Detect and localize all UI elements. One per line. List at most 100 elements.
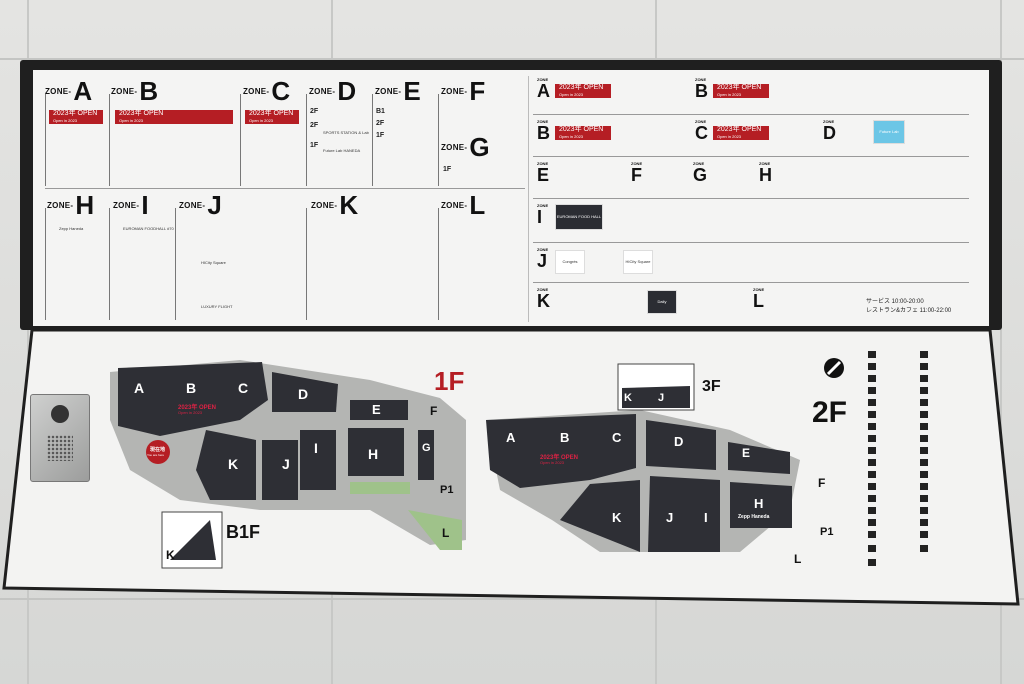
legend-item bbox=[920, 350, 931, 359]
shop-name: HICity Square bbox=[201, 260, 226, 265]
legend-item bbox=[868, 410, 879, 419]
current-location-label: 現在地 bbox=[150, 447, 166, 453]
zone-h-header: ZONE-H bbox=[47, 190, 95, 220]
board-divider bbox=[528, 76, 529, 322]
legend-item bbox=[920, 470, 931, 479]
legend-item bbox=[868, 386, 879, 395]
floor-mark: 1F bbox=[443, 166, 452, 173]
legend-item bbox=[868, 374, 879, 383]
map-open-badge: 2023年 OPEN bbox=[540, 455, 579, 461]
map-zone-e: E bbox=[372, 402, 381, 417]
zone-l-header: ZONE-L bbox=[441, 190, 486, 220]
column-divider bbox=[240, 94, 241, 186]
row-divider bbox=[533, 282, 969, 283]
map-zone-k-b1f: K bbox=[166, 548, 175, 562]
legend-item bbox=[868, 470, 879, 479]
legend-item bbox=[920, 544, 931, 553]
legend-item bbox=[868, 458, 879, 467]
column-divider bbox=[45, 94, 46, 186]
floor-label-b1f: B1F bbox=[226, 522, 261, 542]
wall-seam bbox=[0, 598, 1024, 600]
intercom-panel[interactable] bbox=[30, 394, 90, 482]
congres-square-logo: Congrés Square bbox=[555, 250, 585, 274]
map3-zone-j: J bbox=[658, 392, 665, 404]
zone-d-header: ZONE-D bbox=[309, 76, 357, 106]
floor-mark: 1F bbox=[376, 132, 385, 139]
row-divider bbox=[533, 114, 969, 115]
shop-name: LUXURY FLIGHT bbox=[201, 304, 233, 309]
wall-seam bbox=[0, 58, 1024, 60]
floor-mark: 2F bbox=[310, 122, 319, 129]
column-divider bbox=[109, 94, 110, 186]
floor-mark: B1 bbox=[376, 108, 385, 115]
zone-a-header: ZONE-A bbox=[45, 76, 93, 106]
legend-item bbox=[868, 434, 879, 443]
map-zone-c: C bbox=[238, 380, 249, 396]
legend-item bbox=[868, 506, 879, 515]
zone-g-header: ZONE-G bbox=[441, 132, 490, 162]
map2-zone-e: E bbox=[742, 446, 751, 460]
speaker-grille bbox=[47, 435, 73, 461]
row-divider bbox=[45, 188, 525, 189]
map-zone-d: D bbox=[298, 386, 309, 402]
map-open-badge: 2023年 OPEN bbox=[178, 405, 217, 411]
legend-item bbox=[920, 362, 931, 371]
legend-item bbox=[868, 494, 879, 503]
legend-item bbox=[920, 518, 931, 527]
floor-label-3f: 3F bbox=[702, 378, 721, 395]
restaurant-hours: レストラン&カフェ 11:00-22:00 bbox=[866, 308, 952, 314]
map-zone-j: J bbox=[282, 456, 290, 472]
floor-mark: 2F bbox=[376, 120, 385, 127]
legend-item bbox=[868, 482, 879, 491]
map2-zone-f: F bbox=[818, 476, 826, 490]
row-divider bbox=[533, 242, 969, 243]
map-zone-b: B bbox=[186, 380, 197, 396]
map2-zone-h: H bbox=[754, 496, 764, 511]
zone-e-header: ZONE-E bbox=[375, 76, 422, 106]
current-location-en: You are here bbox=[147, 453, 165, 457]
row-divider bbox=[533, 198, 969, 199]
legend-item bbox=[920, 530, 931, 539]
map2-zone-k: K bbox=[612, 510, 622, 525]
parking-p1: P1 bbox=[820, 526, 834, 538]
camera-icon bbox=[51, 405, 69, 423]
shop-name: Zepp Haneda bbox=[59, 226, 84, 231]
map2-zone-a: A bbox=[506, 430, 516, 445]
column-divider bbox=[109, 208, 110, 320]
map-open-sub: Open in 2023 bbox=[540, 460, 565, 465]
zone-j-header: ZONE-J bbox=[179, 190, 223, 220]
legend-item bbox=[868, 558, 879, 567]
future-lab-logo: Future Lab HANEDA bbox=[873, 120, 905, 144]
zone-b-header: ZONE-B bbox=[111, 76, 159, 106]
floor-mark: 2F bbox=[310, 108, 319, 115]
shop-name: SPORTS STATION & Lab bbox=[323, 130, 369, 135]
legend-item bbox=[868, 446, 879, 455]
map2-zone-c: C bbox=[612, 430, 622, 445]
daily-logo: Daily bbox=[647, 290, 677, 314]
legend-item bbox=[868, 422, 879, 431]
map3-zone-k: K bbox=[624, 392, 632, 404]
map2-zone-j: J bbox=[666, 510, 674, 525]
column-divider bbox=[372, 94, 373, 186]
map-zone-g: G bbox=[422, 442, 431, 454]
map-zone-k: K bbox=[228, 456, 239, 472]
map2-zone-b: B bbox=[560, 430, 570, 445]
legend-item bbox=[920, 434, 931, 443]
floor-mark: 1F bbox=[310, 142, 319, 149]
map2-zone-d: D bbox=[674, 434, 684, 449]
map2-zone-i: I bbox=[704, 510, 708, 525]
